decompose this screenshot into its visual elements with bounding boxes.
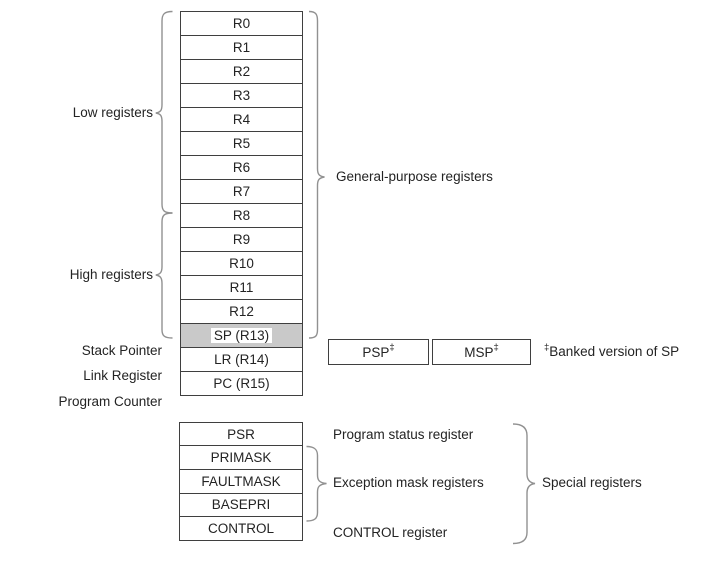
psp-box: PSP‡ xyxy=(328,339,429,365)
register-label: R9 xyxy=(232,232,251,248)
register-box-r8: R8 xyxy=(180,203,303,229)
register-label: R12 xyxy=(229,304,254,320)
psp-label: PSP‡ xyxy=(362,342,395,360)
register-label: R8 xyxy=(232,208,251,224)
special-registers-brace xyxy=(512,423,536,545)
high-registers-label: High registers xyxy=(69,267,153,282)
banked-note: ‡Banked version of SP xyxy=(544,341,680,359)
program-counter-label: Program Counter xyxy=(58,394,162,409)
register-label: R5 xyxy=(232,136,251,152)
dagger-sup: ‡ xyxy=(493,342,499,353)
exception-mask-label: Exception mask registers xyxy=(333,475,484,490)
register-box-pc: PC (R15) xyxy=(180,371,303,397)
stack-pointer-label: Stack Pointer xyxy=(81,343,162,358)
high-registers-brace xyxy=(155,212,173,339)
control-register-label: CONTROL register xyxy=(333,525,448,540)
register-box-r10: R10 xyxy=(180,251,303,277)
register-box-control: CONTROL xyxy=(179,516,303,541)
register-box-r1: R1 xyxy=(180,35,303,61)
register-label: BASEPRI xyxy=(211,497,271,513)
register-box-r9: R9 xyxy=(180,227,303,253)
register-box-sp: SP (R13) xyxy=(180,323,303,349)
register-box-r2: R2 xyxy=(180,59,303,85)
msp-label: MSP‡ xyxy=(464,342,499,360)
register-box-r12: R12 xyxy=(180,299,303,325)
register-box-lr: LR (R14) xyxy=(180,347,303,373)
register-label: R6 xyxy=(232,160,251,176)
exception-mask-brace xyxy=(306,445,327,522)
general-purpose-label: General-purpose registers xyxy=(336,169,493,184)
register-label: R4 xyxy=(232,112,251,128)
register-label: R0 xyxy=(232,16,251,32)
register-label: CONTROL xyxy=(207,521,274,537)
register-label: PSR xyxy=(227,426,255,442)
low-registers-label: Low registers xyxy=(72,105,153,120)
register-label: SP (R13) xyxy=(210,328,273,344)
link-register-label: Link Register xyxy=(83,368,162,383)
msp-box: MSP‡ xyxy=(432,339,531,365)
register-label: R7 xyxy=(232,184,251,200)
special-register-column: PSR PRIMASK FAULTMASK BASEPRI CONTROL xyxy=(179,421,303,541)
program-status-label: Program status register xyxy=(333,427,474,442)
register-box-basepri: BASEPRI xyxy=(179,492,303,518)
special-registers-label: Special registers xyxy=(542,475,642,490)
register-label: LR (R14) xyxy=(214,352,269,368)
register-box-r4: R4 xyxy=(180,107,303,133)
register-label: R3 xyxy=(232,88,251,104)
general-purpose-brace xyxy=(308,10,325,339)
register-box-r3: R3 xyxy=(180,83,303,109)
register-label: PRIMASK xyxy=(210,450,272,466)
dagger-sup: ‡ xyxy=(389,342,395,353)
register-box-r7: R7 xyxy=(180,179,303,205)
register-box-r6: R6 xyxy=(180,155,303,181)
register-box-faultmask: FAULTMASK xyxy=(179,468,303,494)
register-label: R10 xyxy=(229,256,254,272)
register-box-primask: PRIMASK xyxy=(179,445,303,471)
register-box-psr: PSR xyxy=(179,421,303,447)
register-box-r5: R5 xyxy=(180,131,303,157)
register-box-r11: R11 xyxy=(180,275,303,301)
register-label: R11 xyxy=(229,280,254,296)
low-registers-brace xyxy=(155,10,173,214)
register-label: FAULTMASK xyxy=(201,473,281,489)
register-label: PC (R15) xyxy=(213,376,270,392)
register-label: R1 xyxy=(232,40,251,56)
main-register-column: R0 R1 R2 R3 R4 R5 R6 R7 R8 R9 R10 R11 R1… xyxy=(180,11,303,397)
register-box-r0: R0 xyxy=(180,11,303,37)
register-label: R2 xyxy=(232,64,251,80)
dagger-sup: ‡ xyxy=(544,341,550,353)
